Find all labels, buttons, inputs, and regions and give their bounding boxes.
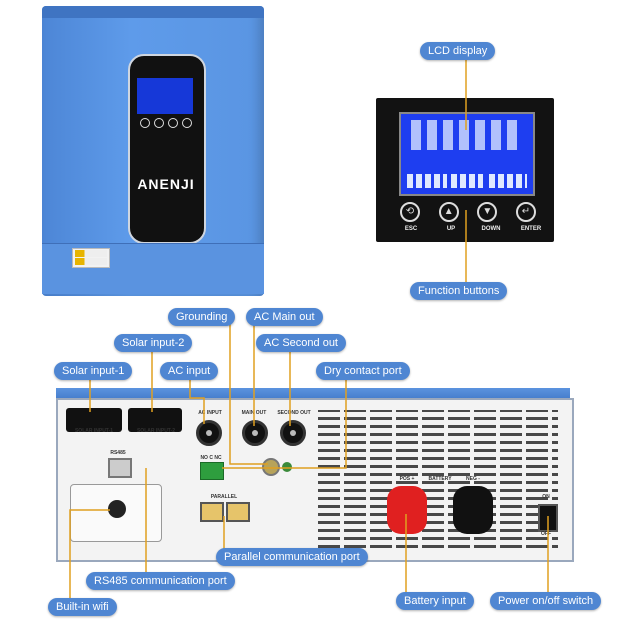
callout-built-in-wifi: Built-in wifi bbox=[48, 598, 117, 616]
dry-contact-label: NO C NC bbox=[200, 455, 222, 461]
dry-contact-port[interactable] bbox=[200, 462, 224, 480]
grounding-screw bbox=[262, 458, 280, 476]
callout-ac-input: AC input bbox=[160, 362, 219, 380]
rs485-label: RS485 bbox=[110, 450, 126, 456]
leader-grounding bbox=[229, 324, 268, 465]
leader-wifi bbox=[69, 509, 110, 606]
callout-battery-input: Battery input bbox=[396, 592, 474, 610]
battery-negative-terminal bbox=[453, 486, 493, 534]
inverter-mini-lcd bbox=[137, 78, 193, 114]
switch-off-label: OFF bbox=[541, 531, 551, 537]
solar-input-1-label: SOLAR INPUT-1 bbox=[74, 428, 114, 434]
vent-grille-columns bbox=[318, 410, 558, 548]
leader-ac-input bbox=[189, 376, 205, 424]
ac-input-label: AC INPUT bbox=[198, 410, 222, 416]
ac-input-terminal bbox=[196, 420, 222, 446]
battery-label: BATTERY bbox=[428, 476, 452, 482]
down-button[interactable]: ▼ bbox=[477, 202, 498, 222]
leader-dry-contact bbox=[222, 377, 347, 469]
callout-power-switch: Power on/off switch bbox=[490, 592, 602, 610]
up-button[interactable]: ▲ bbox=[438, 202, 459, 222]
callout-rs485-comm-port: RS485 communication port bbox=[86, 572, 235, 590]
main-out-terminal bbox=[242, 420, 268, 446]
callout-solar-input-1: Solar input-1 bbox=[54, 362, 133, 380]
wifi-antenna-port[interactable] bbox=[108, 500, 126, 518]
parallel-port-1[interactable] bbox=[200, 502, 224, 522]
up-label: UP bbox=[446, 226, 456, 232]
inverter-mini-buttons bbox=[140, 118, 192, 128]
callout-ac-main-out: AC Main out bbox=[246, 308, 323, 326]
esc-button[interactable]: ⟲ bbox=[400, 202, 420, 222]
callout-ac-second-out: AC Second out bbox=[256, 334, 346, 352]
enter-button[interactable]: ↵ bbox=[515, 202, 536, 222]
solar-input-2-label: SOLAR INPUT-2 bbox=[136, 428, 176, 434]
caution-label bbox=[72, 248, 110, 268]
lcd-screen bbox=[399, 112, 535, 196]
function-button-row: ⟲ ▲ ▼ ↵ bbox=[400, 202, 536, 222]
callout-lcd-display: LCD display bbox=[420, 42, 496, 60]
down-label: DOWN bbox=[481, 226, 501, 232]
ground-symbol bbox=[282, 462, 292, 472]
switch-on-label: ON bbox=[542, 494, 550, 500]
battery-positive-terminal bbox=[387, 486, 427, 534]
callout-solar-input-2: Solar input-2 bbox=[114, 334, 193, 352]
parallel-label: PARALLEL bbox=[210, 494, 238, 500]
callout-dry-contact-port: Dry contact port bbox=[316, 362, 410, 380]
second-out-label: SECOND OUT bbox=[277, 410, 311, 416]
inverter-top bbox=[42, 6, 264, 18]
esc-label: ESC bbox=[404, 226, 418, 232]
callout-parallel-comm-port: Parallel communication port bbox=[216, 548, 368, 566]
callout-function-buttons: Function buttons bbox=[410, 282, 508, 300]
brand-logo: ANENJI bbox=[137, 176, 195, 192]
solar-input-1-terminals bbox=[66, 408, 122, 432]
callout-grounding: Grounding bbox=[168, 308, 236, 326]
function-button-labels: ESC UP DOWN ENTER bbox=[391, 226, 551, 232]
neg-label: NEG - bbox=[466, 476, 480, 482]
parallel-port-2[interactable] bbox=[226, 502, 250, 522]
rs485-port[interactable] bbox=[108, 458, 132, 478]
solar-input-2-terminals bbox=[128, 408, 182, 432]
second-out-terminal bbox=[280, 420, 306, 446]
enter-label: ENTER bbox=[520, 226, 542, 232]
pos-label: POS + bbox=[399, 476, 415, 482]
